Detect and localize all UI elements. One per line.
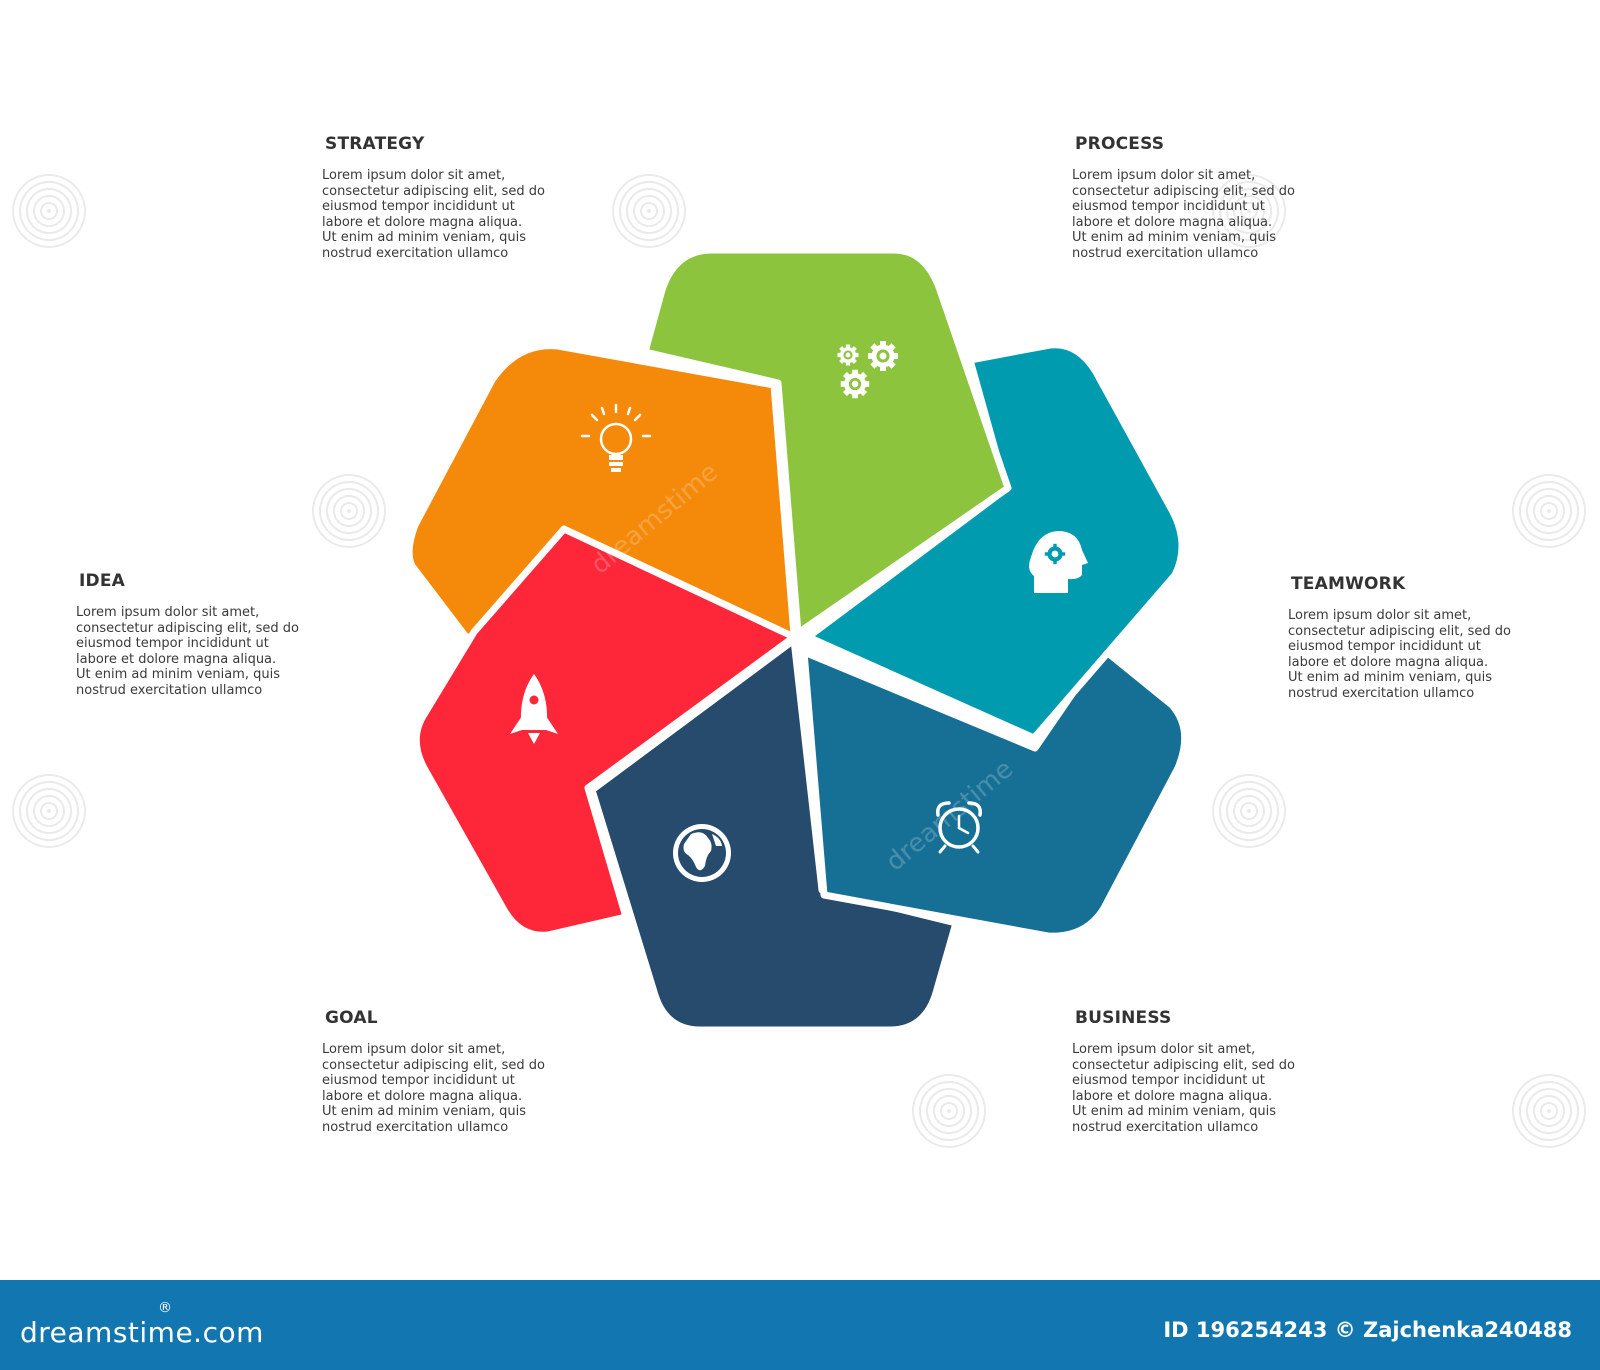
label-teamwork: TEAMWORK Lorem ipsum dolor sit amet, con… [1288,574,1538,702]
watermark-icon [912,1074,986,1148]
label-strategy: STRATEGY Lorem ipsum dolor sit amet, con… [322,134,572,262]
segment-process [641,246,1012,637]
label-business: BUSINESS Lorem ipsum dolor sit amet, con… [1072,1008,1322,1136]
label-description: Lorem ipsum dolor sit amet, consectetur … [1072,168,1295,261]
label-title: PROCESS [1075,134,1165,154]
watermark-icon [1512,1074,1586,1148]
label-title: BUSINESS [1075,1008,1172,1028]
globe-icon [673,824,731,882]
label-title: IDEA [79,571,126,591]
registered-icon: ® [158,1300,173,1316]
watermark-icon [1212,774,1286,848]
lightbulb-icon [580,403,652,472]
segment-strategy [405,342,798,641]
segment-process-shape [641,246,1012,637]
segment-strategy-shape [405,342,798,641]
watermark-icon [1212,174,1286,248]
label-goal: GOAL Lorem ipsum dolor sit amet, consect… [322,1008,572,1136]
label-title: GOAL [325,1008,378,1028]
label-description: Lorem ipsum dolor sit amet, consectetur … [1288,608,1511,701]
pinwheel-diagram: dreamstime dreamstime [405,246,1189,1034]
rocket-icon [510,674,558,744]
watermark-icon [312,474,386,548]
watermark-icon [12,174,86,248]
footer-logo[interactable]: dreamstime.com ® [20,1300,264,1349]
footer-logo-text: dreamstime.com [20,1316,264,1349]
watermark-icon [1512,474,1586,548]
footer-bar: dreamstime.com ® ID 196254243 © Zajchenk… [0,1280,1600,1370]
segment-idea-shape [412,525,798,939]
segment-business [800,645,1189,940]
label-title: TEAMWORK [1291,574,1406,594]
segment-goal [588,636,960,1034]
label-description: Lorem ipsum dolor sit amet, consectetur … [322,1042,545,1135]
label-idea: IDEA Lorem ipsum dolor sit amet, consect… [76,571,326,699]
label-description: Lorem ipsum dolor sit amet, consectetur … [322,168,545,261]
alarm-clock-icon [935,801,983,854]
segment-teamwork-shape [804,341,1186,742]
segment-business-shape [800,645,1189,940]
segment-teamwork [804,341,1186,742]
segment-goal-shape [588,636,960,1034]
watermark-icon [12,774,86,848]
segment-idea [412,525,798,939]
head-gear-icon [1029,531,1088,593]
footer-id-text: ID 196254243 © Zajchenka240488 [1163,1318,1572,1342]
label-title: STRATEGY [325,134,425,154]
label-description: Lorem ipsum dolor sit amet, consectetur … [1072,1042,1295,1135]
watermark-icon [612,174,686,248]
label-description: Lorem ipsum dolor sit amet, consectetur … [76,605,299,698]
label-process: PROCESS Lorem ipsum dolor sit amet, cons… [1072,134,1322,262]
